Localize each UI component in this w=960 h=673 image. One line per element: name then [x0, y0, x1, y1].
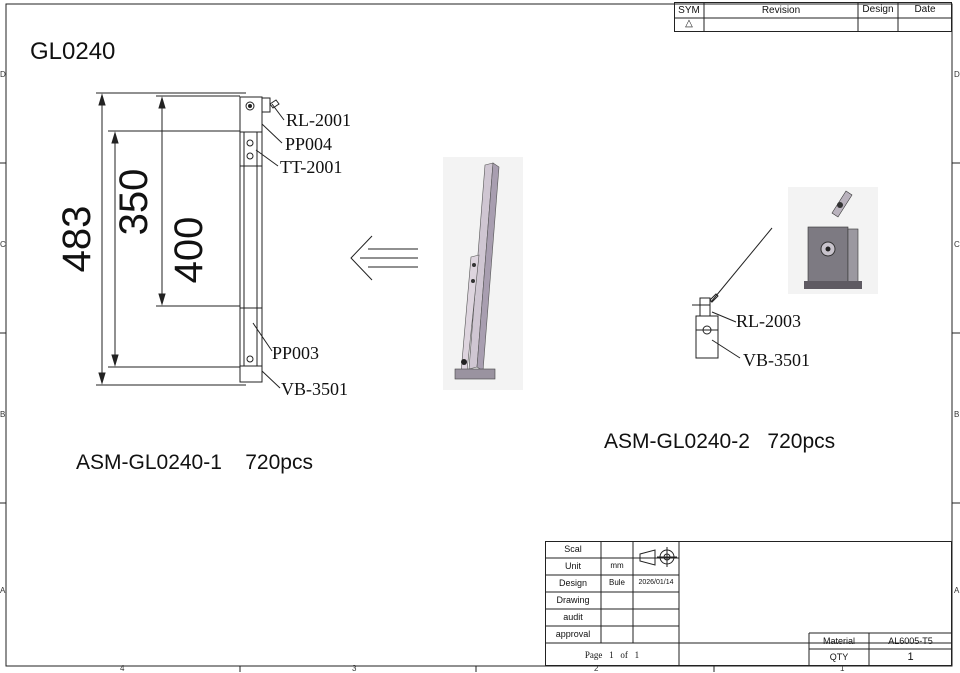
callout-pp003: PP003 [272, 343, 320, 363]
zone-right-a: A [954, 586, 960, 595]
tb-unit-value: mm [610, 561, 624, 570]
part-number-title: GL0240 [30, 38, 116, 65]
callout-vb-3501-right: VB-3501 [743, 350, 810, 370]
zone-left-b: B [0, 410, 6, 419]
revision-table: SYM Revision Design Date △ [674, 2, 952, 32]
title-block: Scal Unit mm Design Bule 2026/01/14 Draw… [545, 541, 952, 666]
zone-bottom-1: 1 [840, 664, 845, 673]
tb-drawing-label: Drawing [556, 595, 590, 605]
bracket-3d-render-image [788, 187, 878, 294]
tb-page-text: Page 1 of 1 [584, 650, 640, 660]
rev-sym-header: SYM [678, 5, 700, 16]
zone-left-c: C [0, 240, 6, 249]
zone-bottom-2: 2 [594, 664, 599, 673]
callout-rl-2003: RL-2003 [736, 311, 801, 331]
tb-qty-label: QTY [829, 652, 849, 662]
assembly-2-label: ASM-GL0240-2 720pcs [604, 430, 836, 453]
tb-audit-label: audit [563, 612, 583, 622]
callout-vb-3501-left: VB-3501 [281, 379, 348, 399]
tb-qty-value: 1 [907, 651, 914, 663]
zone-bottom-3: 3 [352, 664, 357, 673]
zone-right-b: B [954, 410, 960, 419]
zone-bottom-4: 4 [120, 664, 125, 673]
tb-material-value: AL6005-T5 [888, 636, 933, 646]
assembly-1-label: ASM-GL0240-1 720pcs [76, 451, 313, 474]
zone-left-a: A [0, 586, 6, 595]
zone-right-c: C [954, 240, 960, 249]
tb-unit-label: Unit [564, 561, 581, 571]
tb-approval-label: approval [555, 629, 591, 639]
tb-design-date: 2026/01/14 [638, 579, 674, 586]
rev-design-header: Design [862, 4, 894, 15]
zone-right-d: D [954, 70, 960, 79]
tube-3d-render-image [443, 157, 523, 390]
zone-left-d: D [0, 70, 6, 79]
callout-pp004: PP004 [285, 134, 333, 154]
callout-rl-2001: RL-2001 [286, 110, 351, 130]
tb-scal-label: Scal [564, 544, 582, 554]
rev-date-header: Date [914, 4, 936, 15]
tb-material-label: Material [822, 636, 855, 646]
tb-design-label: Design [558, 578, 587, 588]
tb-design-value: Bule [608, 578, 625, 587]
callout-tt-2001: TT-2001 [280, 157, 343, 177]
rev-revision-header: Revision [761, 5, 801, 16]
rev-sym-triangle-icon: △ [685, 18, 693, 29]
